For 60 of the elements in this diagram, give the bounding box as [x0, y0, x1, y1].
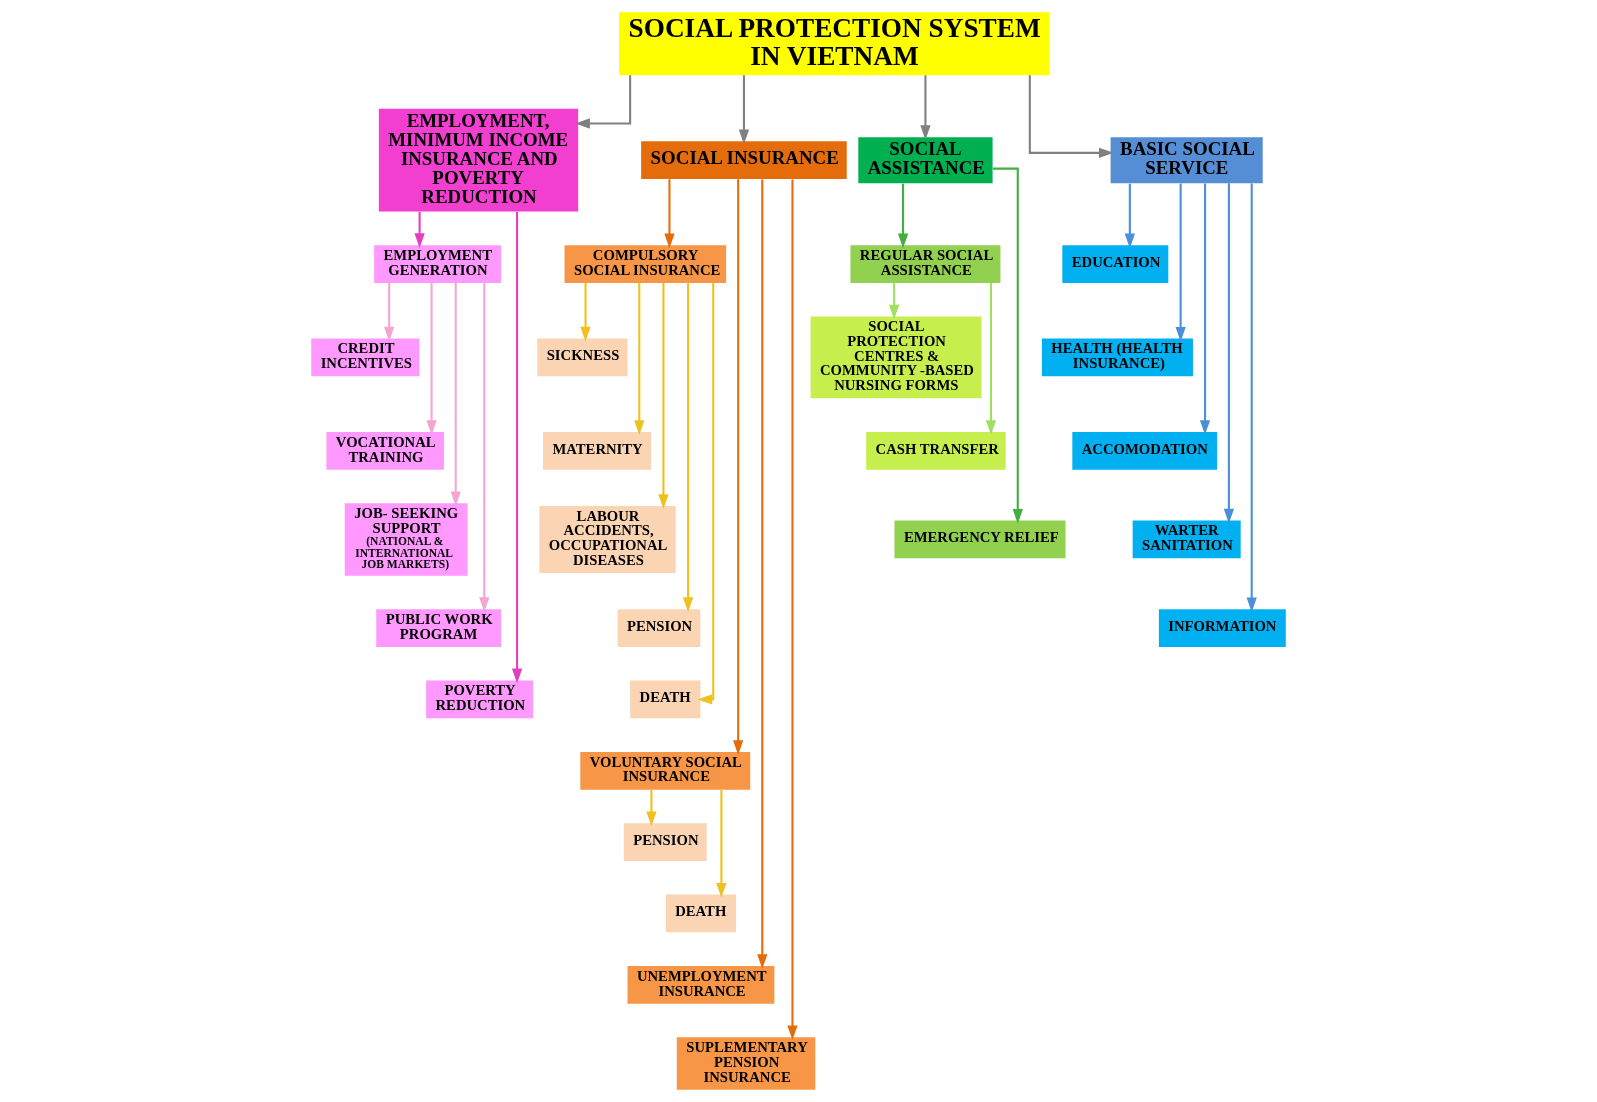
- node-box: PENSION: [623, 823, 707, 861]
- arrow: [733, 179, 744, 755]
- arrow: [757, 179, 768, 969]
- node-box: EMERGENCY RELIEF: [894, 520, 1066, 559]
- arrow: [1028, 75, 1114, 158]
- node-box: DEATH: [630, 680, 701, 719]
- arrow: [384, 282, 395, 342]
- arrow: [697, 283, 715, 705]
- arrow: [1223, 183, 1235, 524]
- node-box: PENSION: [617, 609, 701, 647]
- arrow: [450, 283, 461, 507]
- node-box: CASH TRANSFER: [866, 431, 1006, 470]
- arrow: [634, 283, 645, 435]
- arrow: [479, 283, 490, 612]
- node-box: LABOUR ACCIDENTS, OCCUPATIONAL DISEASES: [539, 505, 676, 574]
- node-box: CREDIT INCENTIVES: [311, 338, 420, 377]
- node-box: EMPLOYMENT, MINIMUM INCOME INSURANCE AND POVERTY REDUCTION: [378, 108, 579, 212]
- arrow: [682, 283, 694, 612]
- node-box: ACCOMODATION: [1072, 431, 1218, 470]
- arrow: [646, 789, 657, 827]
- node-box: VOCATIONAL TRAINING: [326, 431, 444, 470]
- node-box: EMPLOYMENT GENERATION: [374, 245, 502, 283]
- node-box: SOCIAL INSURANCE: [641, 141, 847, 180]
- arrow: [580, 282, 591, 342]
- arrow: [664, 179, 675, 249]
- node-box: WARTER SANITATION: [1132, 520, 1241, 559]
- node-box: POVERTY REDUCTION: [426, 680, 534, 719]
- arrow: [1124, 183, 1135, 249]
- node-box: VOLUNTARY SOCIAL INSURANCE: [580, 751, 751, 790]
- arrow: [1246, 183, 1257, 613]
- arrow: [414, 211, 425, 249]
- arrow: [787, 179, 798, 1041]
- node-box: MATERNITY: [543, 431, 652, 470]
- arrow: [1199, 183, 1211, 435]
- node-box: SICKNESS: [537, 338, 628, 377]
- node-box: SOCIAL PROTECTION SYSTEM IN VIETNAM: [619, 12, 1050, 76]
- node-box: DEATH: [665, 894, 737, 933]
- arrow: [426, 283, 437, 435]
- node-box: BASIC SOCIAL SERVICE: [1110, 137, 1263, 184]
- arrow: [889, 282, 900, 320]
- node-box: REGULAR SOCIAL ASSISTANCE: [850, 245, 1001, 283]
- node-box: JOB- SEEKING SUPPORT (NATIONAL & INTERNATIONAL JOB MARKETS): [344, 503, 468, 576]
- node-box: UNEMPLOYMENT INSURANCE: [627, 965, 775, 1004]
- node-box: HEALTH (HEALTH INSURANCE): [1041, 338, 1193, 377]
- node-box: SUPLEMENTARY PENSION INSURANCE: [676, 1037, 816, 1090]
- arrow: [575, 75, 632, 129]
- arrow: [985, 283, 997, 435]
- arrow: [1175, 183, 1186, 342]
- node-box: PUBLIC WORK PROGRAM: [376, 609, 502, 647]
- node-box: EDUCATION: [1062, 245, 1169, 283]
- node-box: SOCIAL PROTECTION CENTRES & COMMUNITY -BASED NURSING FORMS: [810, 316, 982, 399]
- arrow: [716, 789, 727, 898]
- node-box: INFORMATION: [1158, 609, 1286, 647]
- arrow: [738, 75, 750, 145]
- arrow: [658, 283, 669, 510]
- arrow: [920, 75, 931, 140]
- node-box: SOCIAL ASSISTANCE: [858, 137, 993, 184]
- node-box: COMPULSORY SOCIAL INSURANCE: [564, 245, 727, 283]
- arrow: [897, 183, 909, 249]
- arrow: [511, 211, 523, 684]
